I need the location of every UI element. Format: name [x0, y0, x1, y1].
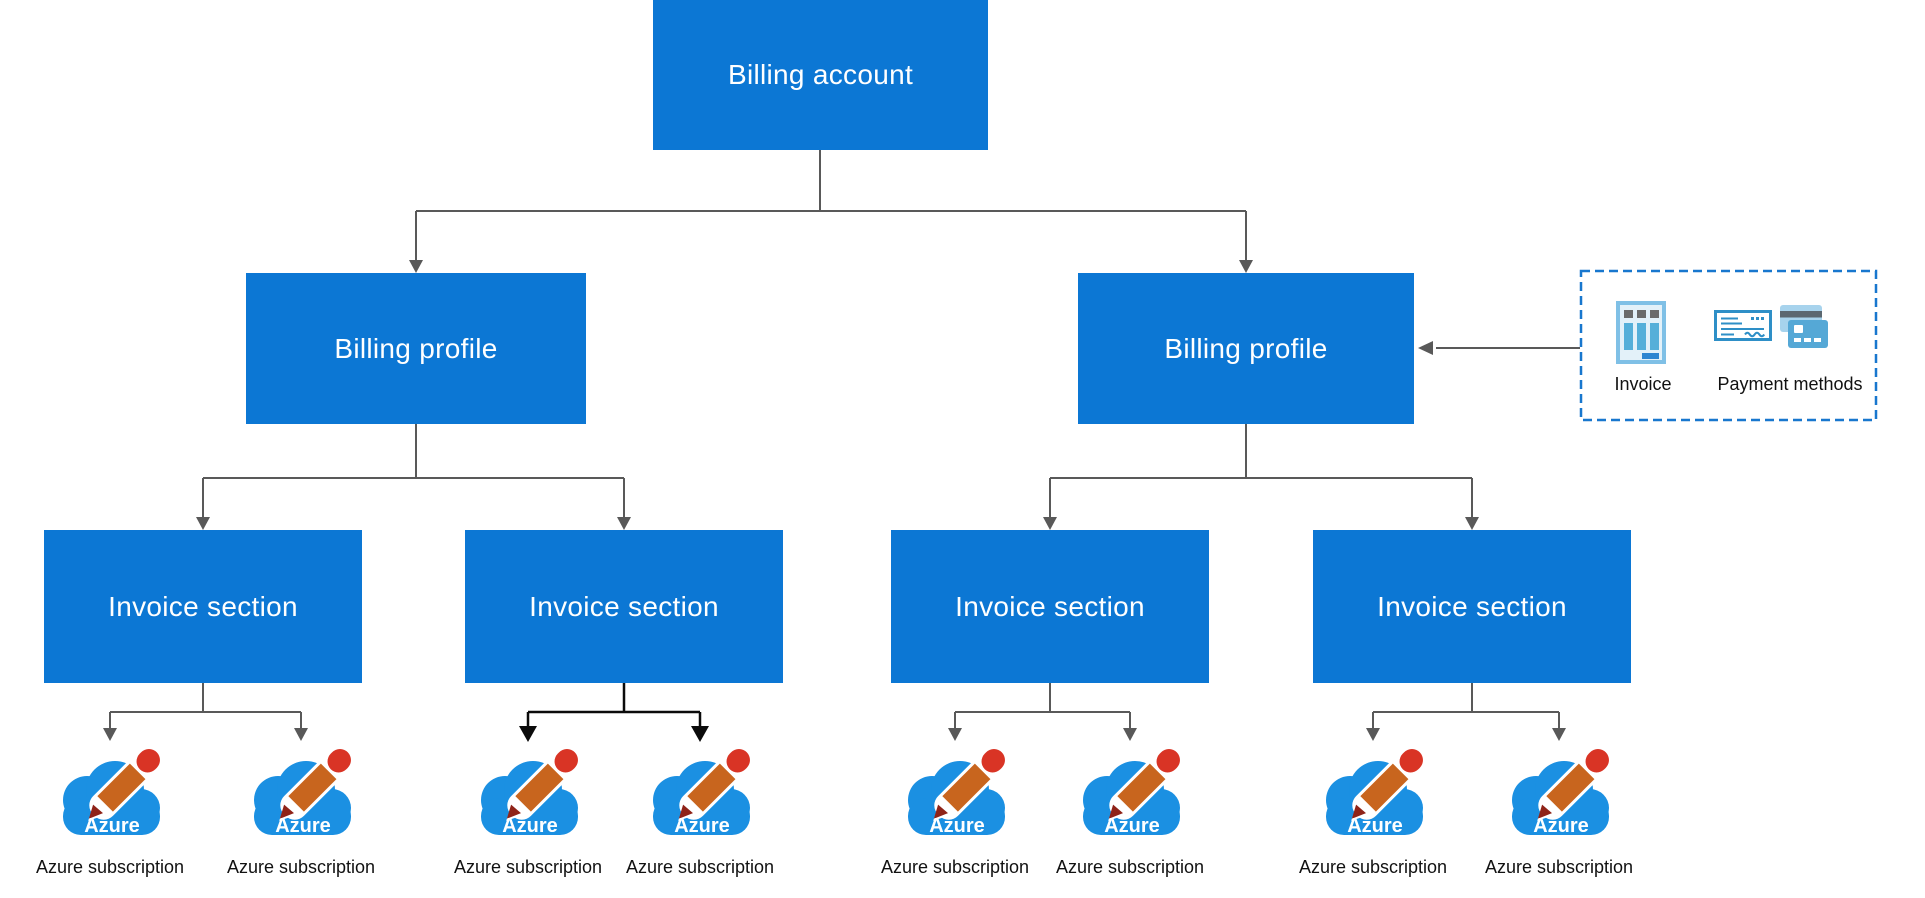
- azure-subscription-item: Azure Azure subscription: [216, 748, 386, 878]
- invoice-section-2-box: Invoice section: [465, 530, 783, 683]
- pencil-icon: [678, 748, 754, 821]
- azure-subscription-item: Azure Azure subscription: [1045, 748, 1215, 878]
- azure-subscription-item: Azure Azure subscription: [1474, 748, 1644, 878]
- azure-subscription-label: Azure subscription: [35, 857, 185, 877]
- invoice-label: Invoice: [1614, 374, 1672, 394]
- credit-card-icon: [1780, 305, 1828, 348]
- azure-subscription-label: Azure subscription: [453, 857, 603, 877]
- azure-logo-text: Azure: [275, 815, 331, 837]
- payment-legend-box: Invoice Payment methods: [1580, 270, 1877, 421]
- invoice-section-3-box: Invoice section: [891, 530, 1209, 683]
- payment-methods-label: Payment methods: [1717, 374, 1863, 394]
- billing-account-box: Billing account: [653, 0, 988, 150]
- azure-subscription-item: Azure Azure subscription: [615, 748, 785, 878]
- invoice-section-4-box: Invoice section: [1313, 530, 1631, 683]
- invoice-section-1-box: Invoice section: [44, 530, 362, 683]
- azure-logo-text: Azure: [1533, 815, 1589, 837]
- azure-subscription-label: Azure subscription: [1055, 857, 1205, 877]
- azure-subscription-label: Azure subscription: [880, 857, 1030, 877]
- billing-profile-left-box: Billing profile: [246, 273, 586, 424]
- azure-subscription-item: Azure Azure subscription: [870, 748, 1040, 878]
- azure-cloud-pencil-icon: Azure: [1512, 748, 1613, 837]
- black-arrowheads: [519, 726, 709, 742]
- cheque-icon: [1714, 310, 1772, 341]
- azure-subscription-item: Azure Azure subscription: [25, 748, 195, 878]
- azure-subscription-label: Azure subscription: [625, 857, 775, 877]
- azure-subscription-label: Azure subscription: [1298, 857, 1448, 877]
- pencil-icon: [933, 748, 1009, 821]
- payment-methods-icons: [1714, 305, 1844, 355]
- azure-subscription-item: Azure Azure subscription: [1288, 748, 1458, 878]
- billing-profile-right-box: Billing profile: [1078, 273, 1414, 424]
- invoice-icon: [1616, 301, 1666, 364]
- azure-cloud-pencil-icon: Azure: [653, 748, 754, 837]
- azure-logo-text: Azure: [502, 815, 558, 837]
- azure-logo-text: Azure: [674, 815, 730, 837]
- azure-subscription-label: Azure subscription: [226, 857, 376, 877]
- azure-subscription-item: Azure Azure subscription: [443, 748, 613, 878]
- azure-cloud-pencil-icon: Azure: [63, 748, 164, 837]
- pencil-icon: [506, 748, 582, 821]
- azure-cloud-pencil-icon: Azure: [1083, 748, 1184, 837]
- azure-logo-text: Azure: [1104, 815, 1160, 837]
- azure-cloud-pencil-icon: Azure: [481, 748, 582, 837]
- azure-subscription-label: Azure subscription: [1484, 857, 1634, 877]
- azure-logo-text: Azure: [84, 815, 140, 837]
- pencil-icon: [1351, 748, 1427, 821]
- pencil-icon: [1537, 748, 1613, 821]
- pencil-icon: [1108, 748, 1184, 821]
- azure-logo-text: Azure: [929, 815, 985, 837]
- azure-cloud-pencil-icon: Azure: [1326, 748, 1427, 837]
- pencil-icon: [279, 748, 355, 821]
- azure-cloud-pencil-icon: Azure: [254, 748, 355, 837]
- azure-cloud-pencil-icon: Azure: [908, 748, 1009, 837]
- pencil-icon: [88, 748, 164, 821]
- azure-logo-text: Azure: [1347, 815, 1403, 837]
